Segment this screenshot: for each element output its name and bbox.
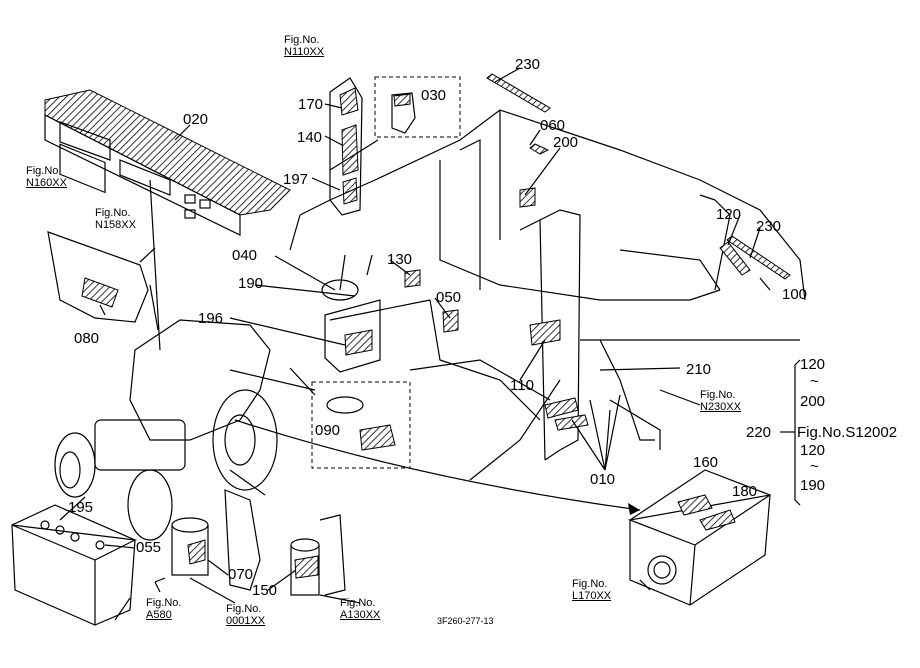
part-070: 070 (228, 566, 254, 583)
part-230-top: 230 (515, 56, 541, 73)
side-cover (47, 231, 149, 323)
part-010: 010 (590, 471, 616, 488)
part-196: 196 (198, 310, 224, 327)
part-030: 030 (421, 87, 447, 104)
part-160: 160 (693, 454, 719, 471)
part-060: 060 (540, 117, 566, 134)
fig-label: Fig.No. (146, 597, 182, 609)
fuel-filter (154, 517, 209, 583)
part-020: 020 (183, 111, 209, 128)
cab-frame (289, 109, 806, 481)
fig-ref-n158xx[interactable]: Fig.No. N158XX (95, 207, 136, 231)
part-055: 055 (136, 539, 162, 556)
fig-number: A130XX (340, 609, 381, 621)
engine-cover (627, 469, 771, 606)
fig-label: Fig.No. (284, 34, 320, 46)
range-tilde-1: ~ (810, 373, 819, 390)
fig-label: Fig.No. (226, 603, 262, 615)
fig-number: N158XX (95, 219, 136, 231)
part-197: 197 (283, 171, 309, 188)
fig-label: Fig.No. (26, 165, 62, 177)
fig-number: 0001XX (226, 615, 266, 627)
fig-ref-l170xx[interactable]: Fig.No. L170XX (572, 578, 611, 602)
fig-number: N230XX (700, 401, 741, 413)
fig-label: Fig.No. (95, 207, 131, 219)
part-120-right: 120 (716, 206, 742, 223)
fig-label: Fig.No. (340, 597, 376, 609)
battery (11, 504, 138, 626)
part-100: 100 (782, 286, 808, 303)
air-filter (224, 489, 346, 596)
part-080: 080 (74, 330, 100, 347)
detail-030 (374, 76, 461, 138)
connector-arrows (149, 139, 641, 515)
tractor-overview (54, 319, 278, 541)
drawing-code: 3F260-277-13 (437, 616, 494, 626)
part-180: 180 (732, 483, 758, 500)
part-040: 040 (232, 247, 258, 264)
range-bracket (780, 359, 801, 506)
control-console (321, 254, 459, 373)
detail-090 (311, 381, 411, 469)
range-120-start: 120 (800, 356, 826, 373)
part-170: 170 (298, 96, 324, 113)
part-230-right: 230 (756, 218, 782, 235)
range-tilde-2: ~ (810, 458, 819, 475)
part-195: 195 (68, 499, 94, 516)
fig-ref-0001xx[interactable]: Fig.No. 0001XX (226, 603, 265, 627)
part-190-left: 190 (238, 275, 264, 292)
part-150: 150 (252, 582, 278, 599)
range-120-end: 120 (800, 442, 826, 459)
part-110: 110 (510, 377, 534, 394)
part-050: 050 (436, 289, 462, 306)
part-090: 090 (315, 422, 341, 439)
fig-ref-n230xx[interactable]: Fig.No. N230XX (700, 389, 741, 413)
part-200-top: 200 (553, 134, 579, 151)
part-130: 130 (387, 251, 413, 268)
fig-ref-a580[interactable]: Fig.No. A580 (146, 597, 181, 621)
fig-ref-n110xx[interactable]: Fig.No. N110XX (284, 34, 324, 58)
fig-ref-n160xx[interactable]: Fig.No. N160XX (26, 165, 67, 189)
fig-number: L170XX (572, 590, 612, 602)
part-140: 140 (297, 129, 323, 146)
left-pillar (329, 77, 363, 216)
range-190: 190 (800, 477, 826, 494)
fig-number: A580 (146, 609, 172, 621)
leader-lines (59, 67, 771, 621)
fig-number: N110XX (284, 46, 325, 58)
decal-stripes (486, 73, 791, 280)
fig-ref-a130xx[interactable]: Fig.No. A130XX (340, 597, 380, 621)
fig-ref-s12002[interactable]: Fig.No.S12002 (797, 424, 898, 441)
range-200: 200 (800, 393, 826, 410)
dashboard-panel (44, 89, 291, 236)
part-210: 210 (686, 361, 712, 378)
part-220: 220 (746, 424, 772, 441)
fig-label: Fig.No. (572, 578, 608, 590)
fig-number: N160XX (26, 177, 67, 189)
fig-label: Fig.No. (700, 389, 736, 401)
